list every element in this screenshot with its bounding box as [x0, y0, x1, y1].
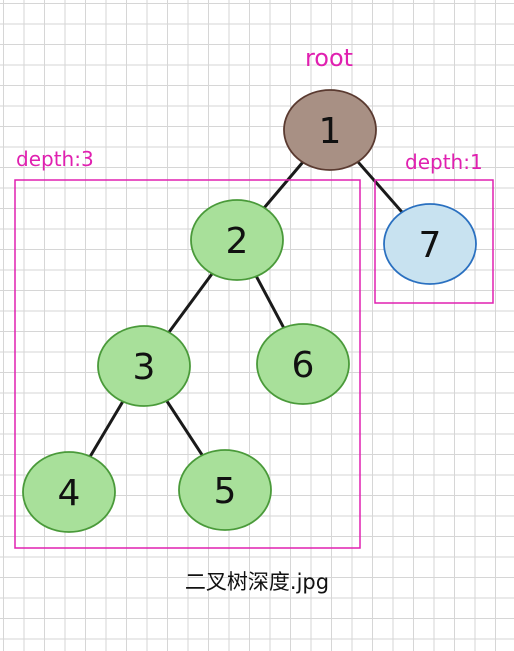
- tree-node-6: 6: [256, 323, 350, 405]
- node-label: 3: [133, 347, 156, 388]
- image-caption: 二叉树深度.jpg: [184, 570, 330, 594]
- depth-label-right: depth:1: [405, 150, 483, 174]
- node-label: 6: [292, 345, 315, 386]
- edge-n1-n2: [263, 161, 304, 209]
- root-label: root: [305, 44, 353, 72]
- node-label: 4: [58, 473, 81, 514]
- node-ellipse: [256, 323, 350, 405]
- tree-node-3: 3: [97, 325, 191, 407]
- tree-node-7: 7: [383, 203, 477, 285]
- depth-label-left: depth:3: [16, 147, 94, 171]
- tree-node-4: 4: [22, 451, 116, 533]
- tree-node-2: 2: [190, 199, 284, 281]
- node-label: 5: [214, 471, 237, 512]
- edge-n2-n6: [254, 275, 286, 329]
- edge-n3-n5: [165, 399, 204, 457]
- tree-node-1: 1: [283, 89, 377, 171]
- node-ellipse: [383, 203, 477, 285]
- node-label: 7: [419, 225, 442, 266]
- tree-node-5: 5: [178, 449, 272, 531]
- node-ellipse: [97, 325, 191, 407]
- node-ellipse: [178, 449, 272, 531]
- edge-n3-n4: [88, 400, 125, 458]
- node-ellipse: [22, 451, 116, 533]
- depth-box-right: [374, 179, 494, 304]
- edge-n1-n7: [356, 160, 404, 214]
- depth-box-left: [14, 179, 361, 549]
- node-ellipse: [283, 89, 377, 171]
- node-ellipse: [190, 199, 284, 281]
- node-label: 1: [319, 111, 342, 152]
- node-label: 2: [226, 221, 249, 262]
- edge-n2-n3: [167, 272, 214, 334]
